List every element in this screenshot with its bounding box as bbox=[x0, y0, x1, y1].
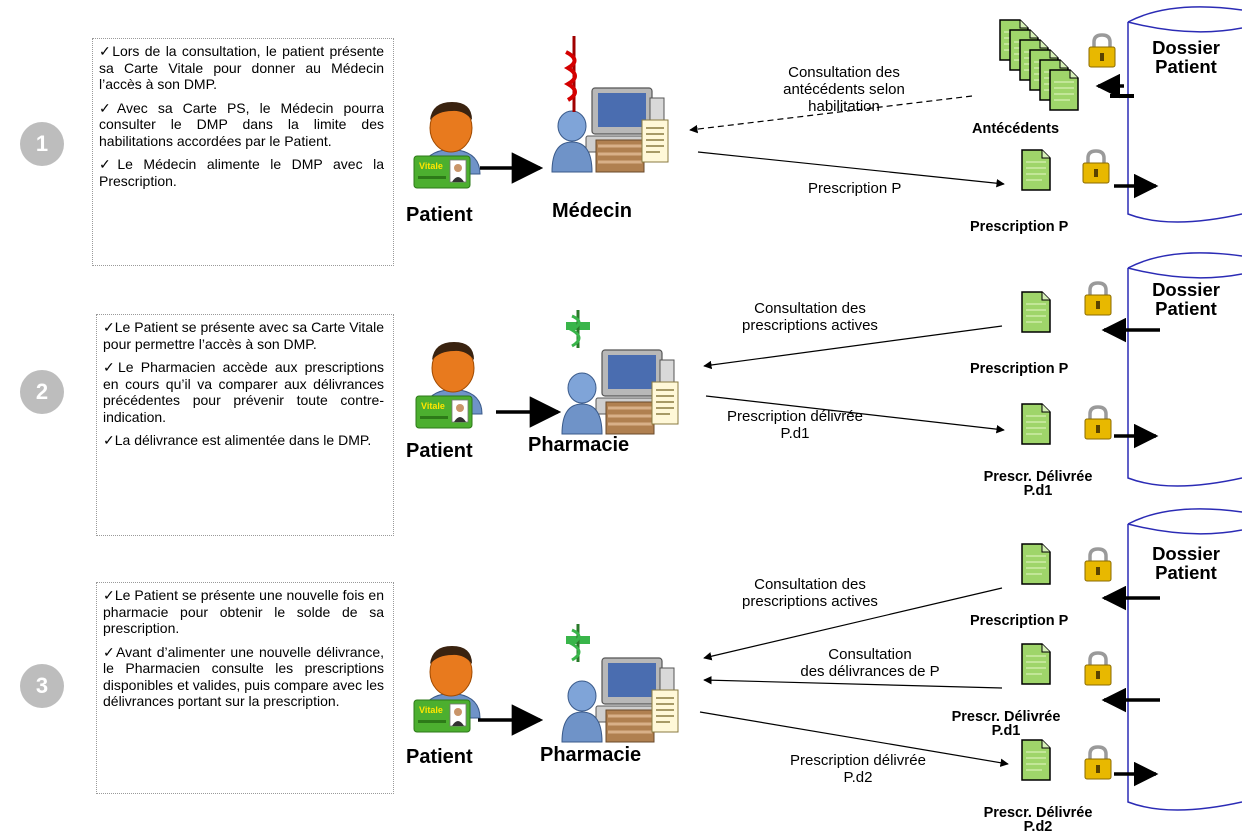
arrow-text-consult-antecedents: Consultation des antécédents selon habil… bbox=[783, 64, 905, 115]
step-number-badge: 3 bbox=[20, 664, 64, 708]
pharmacy-icon bbox=[560, 656, 680, 744]
step-notes-box: ✓Le Patient se présente une nouvelle foi… bbox=[96, 582, 394, 794]
database-3 bbox=[1127, 508, 1242, 811]
note-item: ✓Avec sa Carte PS, le Médecin pourra con… bbox=[99, 99, 384, 149]
lock-icon bbox=[1083, 651, 1113, 687]
arrow-delivered-pd1 bbox=[705, 395, 1005, 434]
arrow-text-prescription: Prescription P bbox=[808, 180, 902, 197]
patient-label: Patient bbox=[406, 440, 473, 462]
note-item: ✓Le Pharmacien accède aux prescriptions … bbox=[103, 359, 384, 425]
lock-icon bbox=[1083, 547, 1113, 583]
delivered-pd1-doc-icon bbox=[1021, 643, 1051, 685]
note-item: ✓Lors de la consultation, le patient pré… bbox=[99, 43, 384, 92]
pharmacy-label: Pharmacie bbox=[528, 434, 630, 456]
arrow-delivered-pd2 bbox=[699, 711, 1009, 767]
arrow-consult-prescriptions bbox=[703, 587, 1003, 661]
note-item: ✓La délivrance est alimentée dans le DMP… bbox=[103, 432, 372, 448]
caduceus-icon bbox=[563, 36, 577, 112]
pharmacy-label: Pharmacie bbox=[540, 744, 642, 766]
patient-label: Patient bbox=[406, 204, 473, 226]
delivered-pd2-doc-icon bbox=[1021, 739, 1051, 781]
delivered-pd1-label: Prescr. Délivrée P.d1 bbox=[951, 709, 1061, 739]
arrow-consult-deliveries bbox=[703, 676, 1003, 689]
note-item: ✓Le Médecin alimente le DMP avec la Pres… bbox=[99, 156, 384, 189]
prescription-doc-icon bbox=[1021, 543, 1051, 585]
antecedents-label: Antécédents bbox=[972, 121, 1060, 137]
prescription-label: Prescription P bbox=[970, 219, 1069, 235]
lock-icon bbox=[1083, 745, 1113, 781]
prescription-doc-icon bbox=[1021, 291, 1051, 333]
prescription-label: Prescription P bbox=[970, 361, 1069, 377]
step-number-badge: 2 bbox=[20, 370, 64, 414]
antecedents-doc-stack-icon bbox=[999, 19, 1079, 111]
delivered-pd2-label: Prescr. Délivrée P.d2 bbox=[983, 805, 1093, 835]
database-label: Dossier Patient bbox=[1152, 37, 1220, 77]
pharmacy-cross-icon bbox=[566, 310, 590, 348]
note-item: ✓Le Patient se présente une nouvelle foi… bbox=[103, 587, 384, 636]
note-item: ✓Avant d’alimenter une nouvelle délivran… bbox=[103, 643, 384, 710]
arrow-text-consult-deliveries: Consultation des délivrances de P bbox=[800, 646, 940, 680]
patient-icon bbox=[413, 101, 481, 189]
database-label: Dossier Patient bbox=[1152, 279, 1220, 319]
note-item: ✓Le Patient se présente avec sa Carte Vi… bbox=[103, 319, 384, 352]
step-number-badge: 1 bbox=[20, 122, 64, 166]
step-notes-box: ✓Lors de la consultation, le patient pré… bbox=[92, 38, 394, 266]
patient-icon bbox=[413, 645, 481, 733]
database-label: Dossier Patient bbox=[1152, 543, 1220, 583]
arrow-consult-prescriptions bbox=[703, 325, 1003, 370]
prescription-label: Prescription P bbox=[970, 613, 1069, 629]
pharmacy-icon bbox=[560, 348, 680, 436]
lock-icon bbox=[1083, 405, 1113, 441]
patient-label: Patient bbox=[406, 746, 473, 768]
doctor-label: Médecin bbox=[552, 200, 633, 222]
lock-icon bbox=[1087, 33, 1117, 69]
arrow-antecedents-consult bbox=[689, 95, 973, 134]
pharmacy-cross-icon bbox=[566, 624, 590, 662]
patient-icon bbox=[415, 341, 483, 429]
arrow-prescription-p bbox=[697, 151, 1005, 188]
lock-icon bbox=[1081, 149, 1111, 185]
arrow-text-consult-prescriptions: Consultation des prescriptions actives bbox=[742, 576, 878, 610]
delivered-doc-icon bbox=[1021, 403, 1051, 445]
database-2 bbox=[1127, 252, 1242, 487]
prescription-doc-icon bbox=[1021, 149, 1051, 191]
delivered-label: Prescr. Délivrée P.d1 bbox=[983, 469, 1093, 499]
database-1 bbox=[1127, 6, 1242, 223]
arrow-text-delivered: Prescription délivrée P.d2 bbox=[790, 752, 926, 786]
lock-icon bbox=[1083, 281, 1113, 317]
arrow-text-consult-prescriptions: Consultation des prescriptions actives bbox=[742, 300, 878, 334]
step-notes-box: ✓Le Patient se présente avec sa Carte Vi… bbox=[96, 314, 394, 536]
arrow-text-delivered: Prescription délivrée P.d1 bbox=[727, 408, 863, 442]
